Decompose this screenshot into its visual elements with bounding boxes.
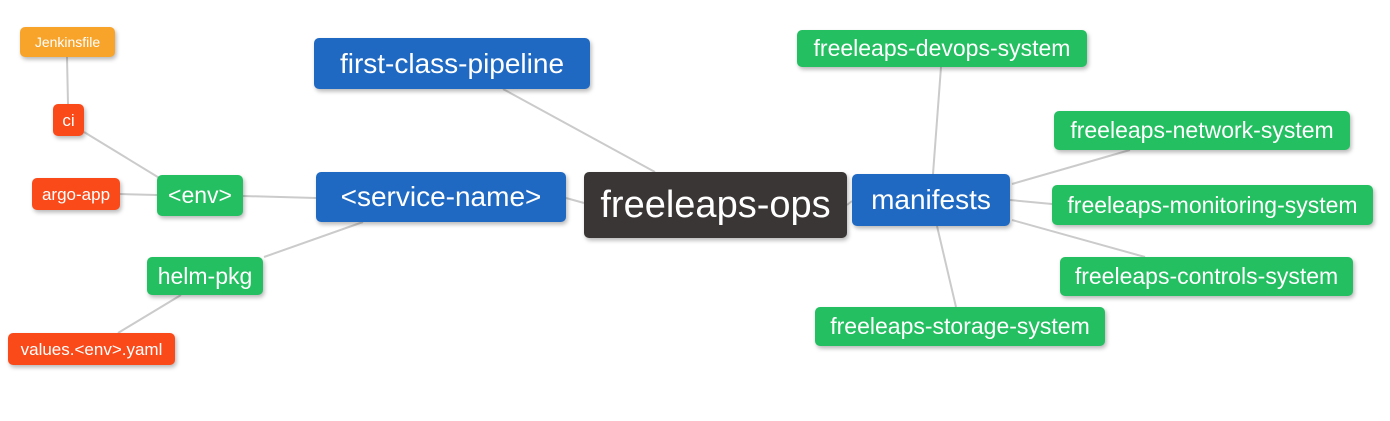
edge-service-name-root xyxy=(565,197,585,204)
edge-argo-app-env xyxy=(119,193,158,196)
node-root-freeleaps-ops[interactable]: freeleaps-ops xyxy=(584,172,847,238)
node-freeleaps-storage-system[interactable]: freeleaps-storage-system xyxy=(815,307,1105,346)
edge-helm-pkg-values xyxy=(117,294,182,334)
edge-manifests-controls xyxy=(1011,219,1146,258)
node-jenkinsfile[interactable]: Jenkinsfile xyxy=(20,27,115,57)
node-freeleaps-controls-system[interactable]: freeleaps-controls-system xyxy=(1060,257,1353,296)
node-freeleaps-network-system[interactable]: freeleaps-network-system xyxy=(1054,111,1350,150)
edge-jenkinsfile-ci xyxy=(66,56,69,105)
node-argo-app[interactable]: argo-app xyxy=(32,178,120,210)
edge-manifests-storage xyxy=(936,225,957,308)
edge-ci-env xyxy=(83,131,162,180)
node-first-class-pipeline[interactable]: first-class-pipeline xyxy=(314,38,590,89)
edge-manifests-devops xyxy=(932,66,942,175)
edge-root-manifests xyxy=(846,200,853,206)
edge-manifests-monitoring xyxy=(1009,199,1053,205)
node-freeleaps-monitoring-system[interactable]: freeleaps-monitoring-system xyxy=(1052,185,1373,225)
node-freeleaps-devops-system[interactable]: freeleaps-devops-system xyxy=(797,30,1087,67)
node-values-env-yaml[interactable]: values.<env>.yaml xyxy=(8,333,175,365)
node-manifests[interactable]: manifests xyxy=(852,174,1010,226)
edge-service-name-helm-pkg xyxy=(263,221,364,258)
edge-manifests-network xyxy=(1011,149,1131,185)
node-env[interactable]: <env> xyxy=(157,175,243,216)
edge-env-service-name xyxy=(242,195,317,199)
node-ci[interactable]: ci xyxy=(53,104,84,136)
node-helm-pkg[interactable]: helm-pkg xyxy=(147,257,263,295)
edge-pipeline-root xyxy=(502,88,656,173)
node-service-name[interactable]: <service-name> xyxy=(316,172,566,222)
